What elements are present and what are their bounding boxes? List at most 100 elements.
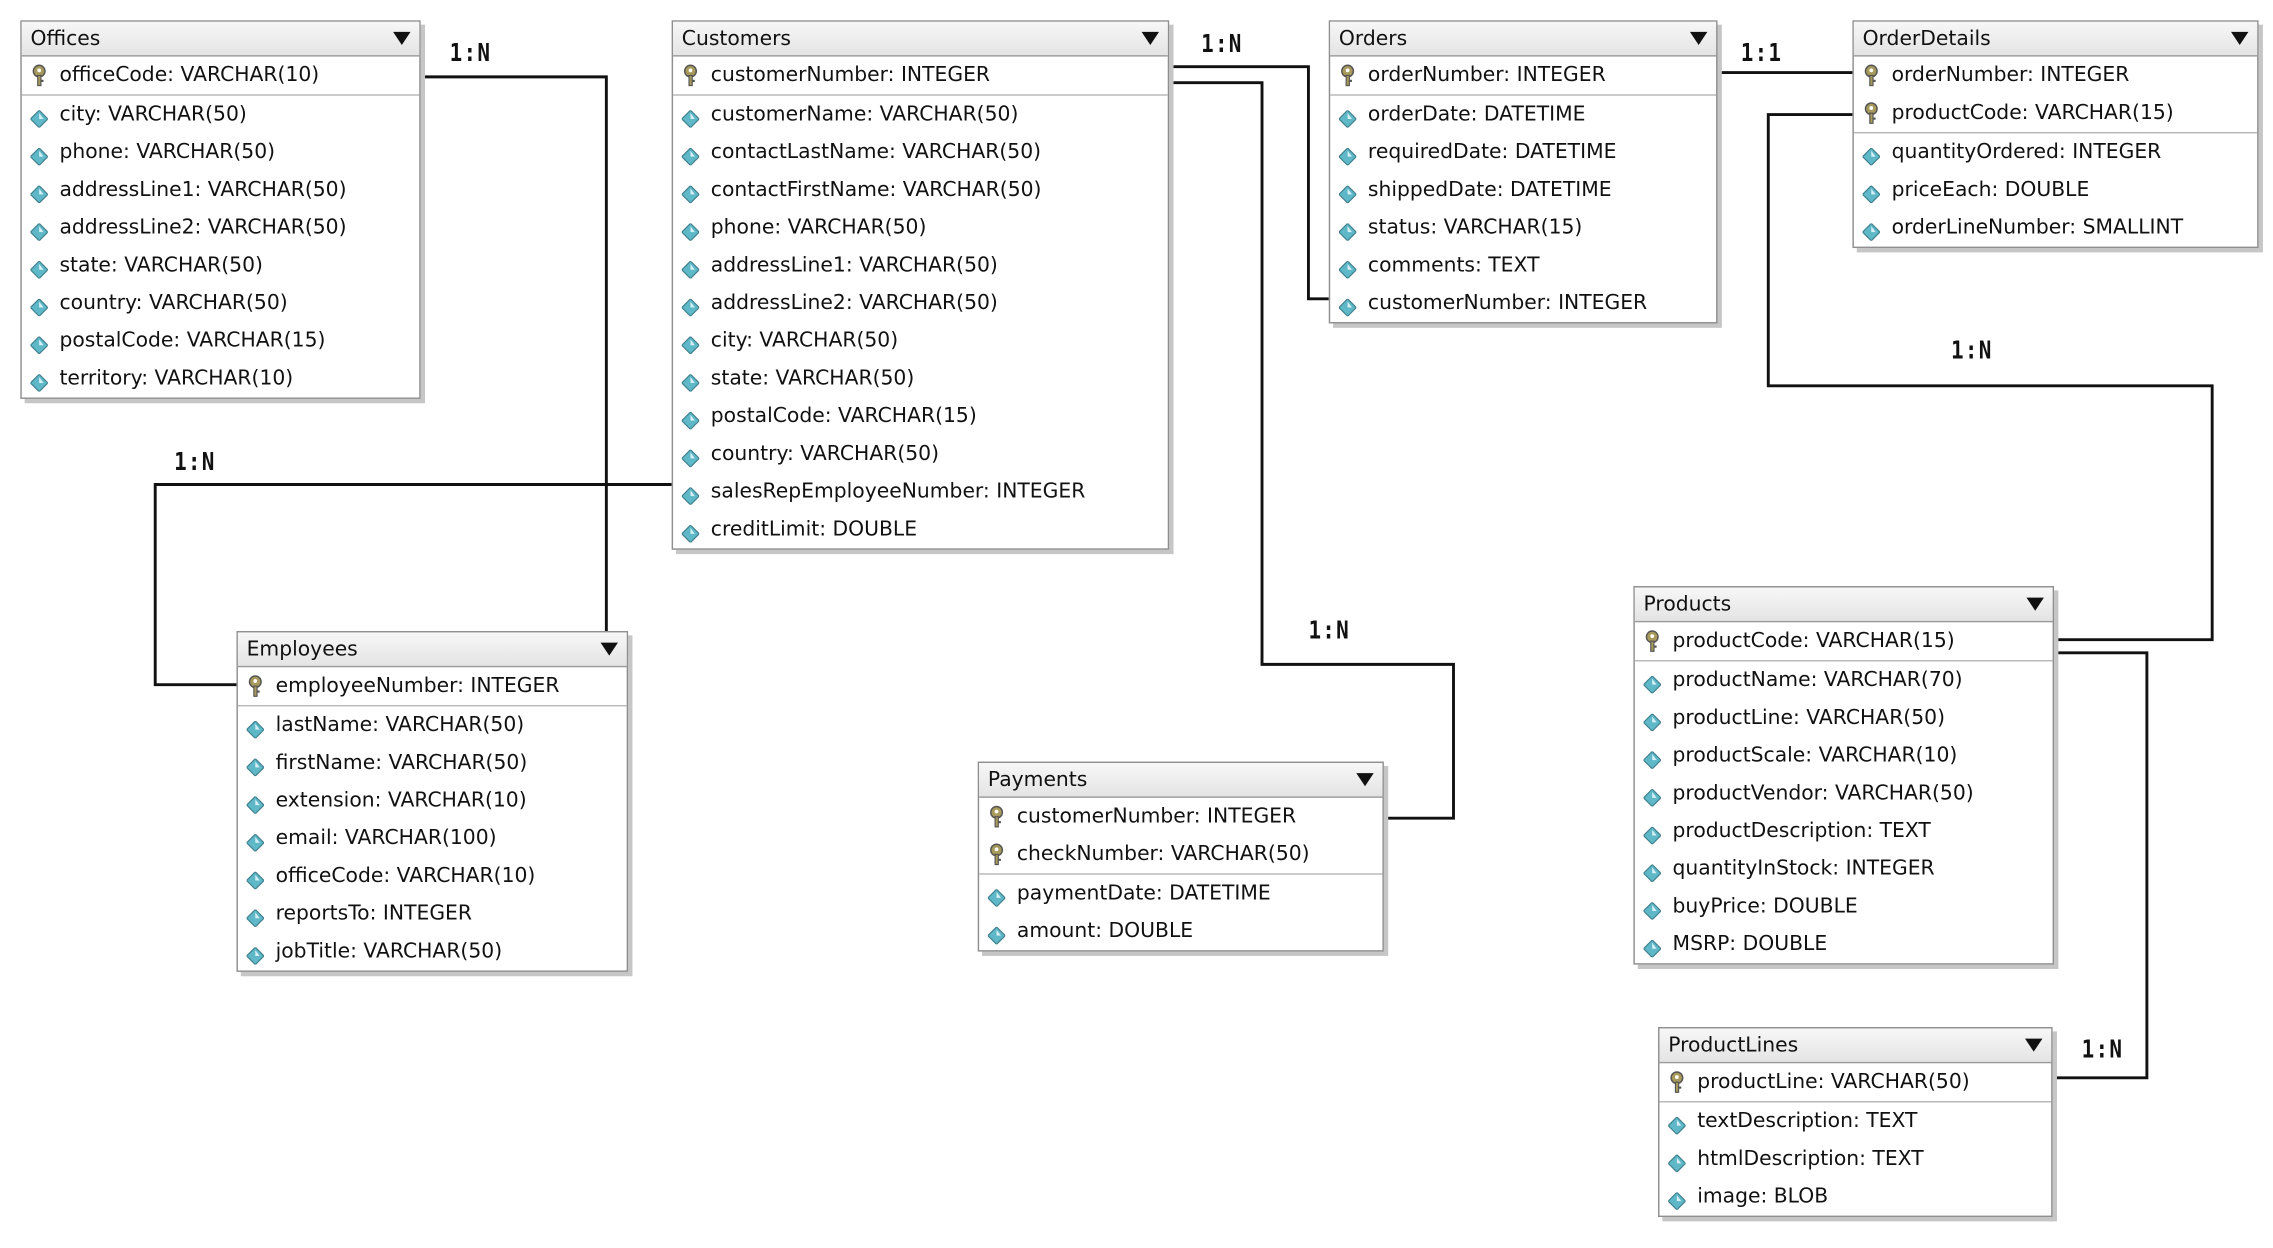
field-row[interactable]: paymentDate: DATETIME — [979, 875, 1382, 913]
field-row[interactable]: htmlDescription: TEXT — [1659, 1140, 2051, 1178]
entity-header[interactable]: Employees — [237, 632, 627, 668]
entity-header[interactable]: Payments — [979, 763, 1383, 798]
primary-key-row[interactable]: productCode: VARCHAR(15) — [1854, 94, 2257, 132]
field-row[interactable]: productDescription: TEXT — [1635, 812, 2053, 850]
field-row[interactable]: lastName: VARCHAR(50) — [238, 706, 627, 744]
field-label: quantityOrdered: INTEGER — [1891, 140, 2162, 164]
field-label: buyPrice: DOUBLE — [1672, 895, 1858, 919]
field-row[interactable]: officeCode: VARCHAR(10) — [238, 857, 627, 895]
primary-key-row[interactable]: orderNumber: INTEGER — [1330, 57, 1716, 95]
collapse-triangle-icon[interactable] — [1356, 773, 1374, 787]
field-row[interactable]: shippedDate: DATETIME — [1330, 171, 1716, 209]
diamond-icon — [1338, 181, 1358, 204]
field-row[interactable]: addressLine1: VARCHAR(50) — [22, 171, 419, 209]
primary-key-row[interactable]: checkNumber: VARCHAR(50) — [979, 836, 1382, 874]
field-row[interactable]: country: VARCHAR(50) — [22, 284, 419, 322]
entity-title: Orders — [1338, 26, 1408, 51]
cardinality-productlines-products: 1:N — [2081, 1035, 2124, 1065]
diamond-icon — [1861, 181, 1881, 204]
field-row[interactable]: territory: VARCHAR(10) — [22, 360, 419, 398]
field-row[interactable]: city: VARCHAR(50) — [673, 322, 1168, 360]
field-row[interactable]: productLine: VARCHAR(50) — [1635, 699, 2053, 737]
key-icon — [1668, 1071, 1685, 1094]
field-row[interactable]: firstName: VARCHAR(50) — [238, 744, 627, 782]
field-row[interactable]: postalCode: VARCHAR(15) — [22, 322, 419, 360]
field-row[interactable]: image: BLOB — [1659, 1178, 2051, 1216]
field-row[interactable]: phone: VARCHAR(50) — [22, 133, 419, 171]
primary-key-row[interactable]: productCode: VARCHAR(15) — [1635, 622, 2053, 660]
collapse-triangle-icon[interactable] — [393, 31, 411, 45]
field-row[interactable]: city: VARCHAR(50) — [22, 96, 419, 134]
field-row[interactable]: email: VARCHAR(100) — [238, 820, 627, 858]
field-row[interactable]: productName: VARCHAR(70) — [1635, 661, 2053, 699]
field-row[interactable]: priceEach: DOUBLE — [1854, 171, 2257, 209]
field-row[interactable]: state: VARCHAR(50) — [673, 360, 1168, 398]
primary-key-row[interactable]: employeeNumber: INTEGER — [238, 667, 627, 705]
field-row[interactable]: phone: VARCHAR(50) — [673, 209, 1168, 247]
field-row[interactable]: addressLine1: VARCHAR(50) — [673, 247, 1168, 285]
field-row[interactable]: orderDate: DATETIME — [1330, 96, 1716, 134]
field-row[interactable]: status: VARCHAR(15) — [1330, 209, 1716, 247]
field-row[interactable]: country: VARCHAR(50) — [673, 435, 1168, 473]
diamond-icon — [987, 923, 1007, 946]
collapse-triangle-icon[interactable] — [2025, 1038, 2043, 1052]
field-row[interactable]: addressLine2: VARCHAR(50) — [673, 284, 1168, 322]
field-label: postalCode: VARCHAR(15) — [710, 404, 977, 428]
field-row[interactable]: quantityInStock: INTEGER — [1635, 850, 2053, 888]
field-row[interactable]: textDescription: TEXT — [1659, 1102, 2051, 1140]
field-row[interactable]: buyPrice: DOUBLE — [1635, 888, 2053, 926]
field-row[interactable]: orderLineNumber: SMALLINT — [1854, 209, 2257, 247]
field-row[interactable]: quantityOrdered: INTEGER — [1854, 133, 2257, 171]
collapse-triangle-icon[interactable] — [600, 642, 618, 656]
field-label: customerName: VARCHAR(50) — [710, 102, 1019, 127]
field-row[interactable]: requiredDate: DATETIME — [1330, 133, 1716, 171]
field-row[interactable]: extension: VARCHAR(10) — [238, 782, 627, 820]
field-row[interactable]: state: VARCHAR(50) — [22, 247, 419, 285]
field-row[interactable]: MSRP: DOUBLE — [1635, 925, 2053, 963]
field-label: country: VARCHAR(50) — [59, 291, 288, 315]
field-row[interactable]: contactLastName: VARCHAR(50) — [673, 133, 1168, 171]
field-label: creditLimit: DOUBLE — [710, 517, 918, 542]
field-label: customerNumber: INTEGER — [1367, 291, 1648, 315]
collapse-triangle-icon[interactable] — [1689, 31, 1708, 45]
field-row[interactable]: customerName: VARCHAR(50) — [673, 96, 1168, 134]
primary-key-row[interactable]: officeCode: VARCHAR(10) — [22, 57, 419, 95]
diamond-icon — [245, 867, 265, 891]
field-row[interactable]: productScale: VARCHAR(10) — [1635, 737, 2053, 775]
entity-header[interactable]: Orders — [1330, 21, 1717, 57]
entity-header[interactable]: ProductLines — [1659, 1028, 2052, 1064]
primary-key-row[interactable]: productLine: VARCHAR(50) — [1659, 1063, 2051, 1101]
cardinality-customers-payments: 1:N — [1308, 616, 1351, 646]
field-row[interactable]: comments: TEXT — [1330, 247, 1716, 285]
field-label: customerNumber: INTEGER — [710, 63, 991, 88]
entity-customers[interactable]: Customers customerNumber: INTEGER customer… — [671, 20, 1170, 550]
field-row[interactable]: amount: DOUBLE — [979, 912, 1382, 950]
field-row[interactable]: contactFirstName: VARCHAR(50) — [673, 171, 1168, 209]
field-row[interactable]: salesRepEmployeeNumber: INTEGER — [673, 473, 1168, 511]
field-row[interactable]: creditLimit: DOUBLE — [673, 511, 1168, 549]
collapse-triangle-icon[interactable] — [1141, 31, 1160, 45]
collapse-triangle-icon[interactable] — [2231, 31, 2249, 45]
field-row[interactable]: productVendor: VARCHAR(50) — [1635, 775, 2053, 813]
primary-key-row[interactable]: customerNumber: INTEGER — [979, 798, 1382, 836]
field-row[interactable]: postalCode: VARCHAR(15) — [673, 397, 1168, 435]
field-row[interactable]: customerNumber: INTEGER — [1330, 284, 1716, 322]
collapse-triangle-icon[interactable] — [2026, 597, 2044, 611]
entity-header[interactable]: OrderDetails — [1853, 21, 2258, 57]
field-row[interactable]: addressLine2: VARCHAR(50) — [22, 209, 419, 247]
entity-header[interactable]: Products — [1634, 587, 2053, 623]
entity-header[interactable]: Customers — [673, 21, 1168, 57]
field-row[interactable]: reportsTo: INTEGER — [238, 895, 627, 933]
primary-key-row[interactable]: customerNumber: INTEGER — [673, 57, 1168, 95]
entity-header[interactable]: Offices — [21, 21, 420, 57]
primary-key-row[interactable]: orderNumber: INTEGER — [1854, 57, 2257, 95]
field-label: salesRepEmployeeNumber: INTEGER — [710, 480, 1086, 504]
field-row[interactable]: jobTitle: VARCHAR(50) — [238, 933, 627, 971]
